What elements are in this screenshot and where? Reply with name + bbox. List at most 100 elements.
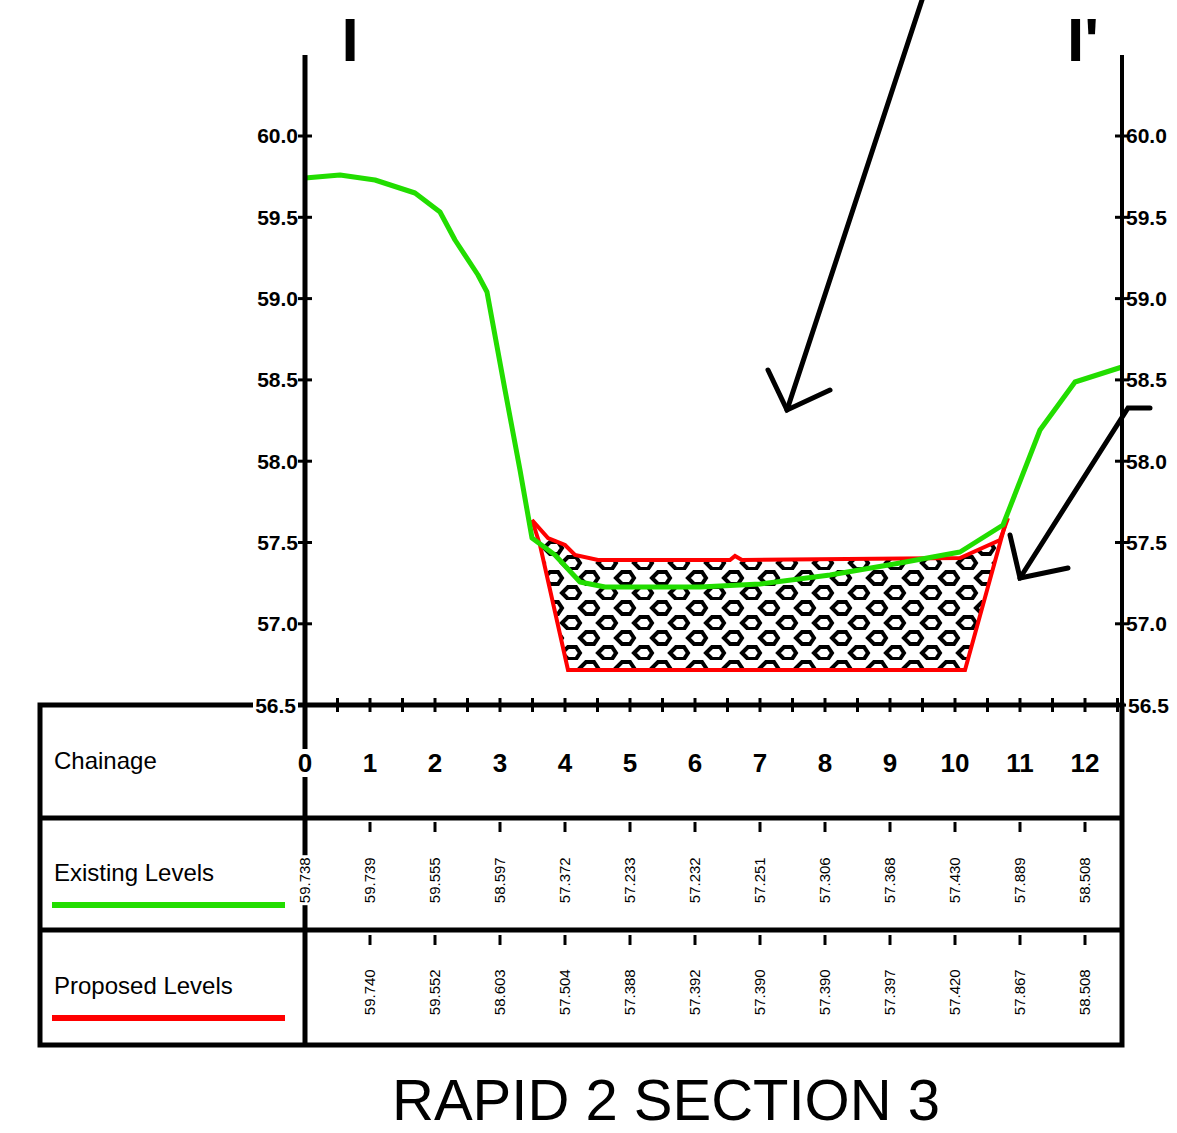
- axis-value: 58.5: [1126, 368, 1167, 391]
- axis-value: 60.0: [1126, 124, 1167, 147]
- axis-value: 59.5: [257, 206, 298, 229]
- existing-level: 57.372: [557, 857, 574, 903]
- tick: [694, 822, 697, 832]
- tick: [954, 822, 957, 832]
- tick: [824, 822, 827, 832]
- chainage-number: 6: [688, 749, 702, 778]
- axis-value: 60.0: [257, 124, 298, 147]
- chainage-number: 0: [296, 749, 314, 778]
- legend-text: Existing Levels: [54, 860, 214, 886]
- existing-level: 57.251: [752, 857, 769, 903]
- proposed-level: 57.388: [622, 969, 639, 1015]
- tick: [434, 822, 437, 832]
- existing-level: 59.739: [362, 857, 379, 903]
- chainage-number: 8: [818, 749, 832, 778]
- existing-level: 59.555: [427, 857, 444, 903]
- tick: [1019, 935, 1022, 945]
- tick: [1084, 822, 1087, 832]
- existing-level: 57.368: [882, 857, 899, 903]
- chainage-number: 9: [883, 749, 897, 778]
- tick: [889, 822, 892, 832]
- tick: [298, 541, 312, 544]
- axis-value: 58.0: [257, 450, 298, 473]
- tick: [298, 378, 312, 381]
- table-frame: [40, 705, 1122, 1045]
- existing-level: 57.233: [622, 857, 639, 903]
- section-mark: I': [1067, 6, 1099, 74]
- axis-value: 59.5: [1126, 206, 1167, 229]
- existing-level: 57.889: [1012, 857, 1029, 903]
- chainage-number: 5: [623, 749, 637, 778]
- proposed-level: 57.390: [752, 969, 769, 1015]
- table-row-line: [40, 816, 1122, 821]
- axis-value: 57.5: [1126, 531, 1167, 554]
- axis-value: 56.5: [1126, 694, 1171, 717]
- proposed-level: 58.603: [492, 969, 509, 1015]
- legend-text: Proposed Levels: [54, 973, 233, 999]
- chainage-number: 4: [558, 749, 572, 778]
- proposed-outline: [532, 520, 1005, 670]
- tick: [304, 822, 307, 832]
- tick: [564, 822, 567, 832]
- proposed-level: 59.552: [427, 969, 444, 1015]
- chainage-number: 12: [1071, 749, 1100, 778]
- existing-level: 57.430: [947, 857, 964, 903]
- drawing-title: RAPID 2 SECTION 3: [392, 1068, 940, 1132]
- tick: [434, 935, 437, 945]
- existing-level: 58.508: [1077, 857, 1094, 903]
- tick: [694, 935, 697, 945]
- tick: [298, 216, 312, 219]
- axis-ticks: [298, 136, 1129, 945]
- tick: [889, 935, 892, 945]
- tick: [298, 622, 312, 625]
- axis-value: 59.0: [1126, 287, 1167, 310]
- axis-value: 56.5: [253, 694, 298, 717]
- existing-level-line: [305, 175, 1122, 587]
- legend-line-green: [52, 902, 285, 908]
- table-row-line: [40, 928, 1122, 933]
- existing-level: 57.232: [687, 857, 704, 903]
- tick: [824, 935, 827, 945]
- tick: [369, 935, 372, 945]
- legend-line-red: [52, 1015, 285, 1021]
- axis-value: 59.0: [257, 287, 298, 310]
- section-mark: I: [341, 6, 358, 74]
- axis-value: 58.5: [257, 368, 298, 391]
- chainage-number: 2: [428, 749, 442, 778]
- proposed-level: 57.397: [882, 969, 899, 1015]
- tick: [369, 822, 372, 832]
- row-header: Chainage: [54, 748, 157, 774]
- tick: [629, 935, 632, 945]
- tick: [759, 822, 762, 832]
- chainage-number: 7: [753, 749, 767, 778]
- axis-value: 57.0: [1126, 612, 1167, 635]
- tick: [298, 460, 312, 463]
- chainage-number: 1: [363, 749, 377, 778]
- axis-value: 58.0: [1126, 450, 1167, 473]
- chainage-number: 11: [1006, 749, 1034, 778]
- tick: [298, 135, 312, 138]
- axis-value: 57.0: [257, 612, 298, 635]
- proposed-level: 57.867: [1012, 969, 1029, 1015]
- existing-level: 58.597: [492, 857, 509, 903]
- proposed-level: 57.420: [947, 969, 964, 1015]
- tick: [759, 935, 762, 945]
- tick: [1019, 822, 1022, 832]
- existing-level: 57.306: [817, 857, 834, 903]
- existing-level: 59.738: [297, 855, 314, 905]
- tick: [564, 935, 567, 945]
- tick: [298, 297, 312, 300]
- chainage-number: 10: [941, 749, 970, 778]
- tick: [1084, 935, 1087, 945]
- proposed-level-line: [532, 518, 1008, 560]
- tick: [499, 935, 502, 945]
- leader-arrows: [768, 0, 1150, 578]
- tick: [499, 822, 502, 832]
- proposed-level: 58.508: [1077, 969, 1094, 1015]
- tick: [629, 822, 632, 832]
- proposed-level: 57.504: [557, 969, 574, 1015]
- proposed-level: 57.392: [687, 969, 704, 1015]
- proposed-level: 57.390: [817, 969, 834, 1015]
